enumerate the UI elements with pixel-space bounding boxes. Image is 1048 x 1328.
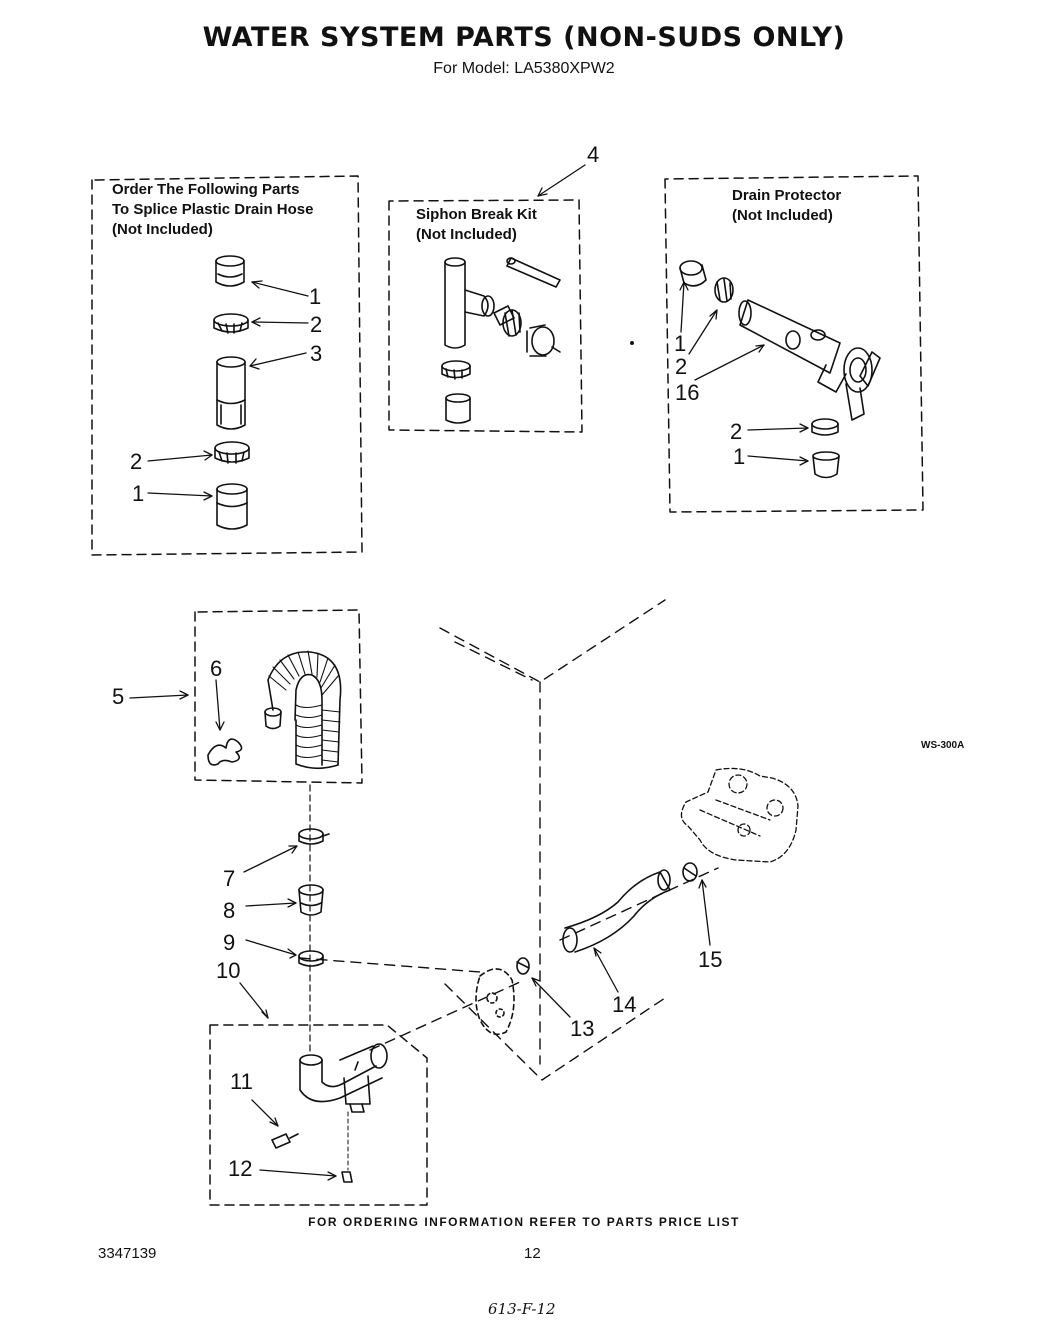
grommet-and-hose-parts (475, 862, 698, 1036)
callout-12: 12 (228, 1156, 253, 1181)
splice-box-label: Order The Following Parts To Splice Plas… (112, 181, 314, 238)
drain-protector-parts (679, 260, 881, 479)
model-line: For Model: LA5380XPW2 (433, 60, 615, 77)
drain-protector-box-label: Drain Protector (Not Included) (732, 187, 842, 224)
callout-1: 1 (132, 481, 145, 506)
splice-leader-lines (147, 280, 309, 501)
callout-2: 2 (310, 312, 323, 337)
hose-leader-lines (531, 879, 711, 1018)
cabinet-outline (299, 599, 719, 1081)
figure-code: WS-300A (921, 740, 965, 751)
callout-4: 4 (587, 142, 600, 167)
siphon-leader-line (537, 164, 586, 197)
callout-2: 2 (675, 354, 688, 379)
splice-parts-box (91, 175, 363, 556)
page-number: 12 (524, 1245, 541, 1262)
callout-6: 6 (210, 656, 223, 681)
siphon-break-kit-parts (441, 257, 561, 424)
drain-hose-kit-box (194, 609, 363, 784)
drain-protector-box (664, 175, 924, 513)
drain-hose-parts (207, 650, 342, 770)
callout-2: 2 (730, 419, 743, 444)
ordering-info-note: FOR ORDERING INFORMATION REFER TO PARTS … (308, 1215, 740, 1229)
document-number: 3347139 (98, 1245, 157, 1262)
drain-hose-leader-lines (129, 679, 225, 731)
drain-connection-leader-lines (239, 845, 337, 1181)
callout-9: 9 (223, 930, 236, 955)
callout-1: 1 (309, 284, 322, 309)
callout-15: 15 (698, 947, 723, 972)
callout-7: 7 (223, 866, 236, 891)
callout-8: 8 (223, 898, 236, 923)
callout-1: 1 (674, 331, 687, 356)
page-title: WATER SYSTEM PARTS (NON-SUDS ONLY) (202, 22, 846, 53)
pump-housing (680, 767, 799, 863)
callout-3: 3 (310, 341, 323, 366)
callout-5: 5 (112, 684, 125, 709)
callout-11: 11 (230, 1069, 253, 1094)
siphon-break-kit-box (388, 199, 583, 433)
callout-2: 2 (130, 449, 143, 474)
callout-10: 10 (216, 958, 241, 983)
drain-protector-leader-lines (679, 281, 809, 466)
splice-parts (213, 255, 250, 530)
drain-tube-bracket-box (209, 1024, 428, 1206)
callout-14: 14 (612, 992, 637, 1017)
callout-1: 1 (733, 444, 746, 469)
callout-13: 13 (570, 1016, 595, 1041)
handwritten-note: 613-F-12 (488, 1300, 556, 1318)
callout-16: 16 (675, 380, 700, 405)
drain-connection-parts (271, 828, 388, 1183)
siphon-box-label: Siphon Break Kit (Not Included) (416, 206, 537, 243)
